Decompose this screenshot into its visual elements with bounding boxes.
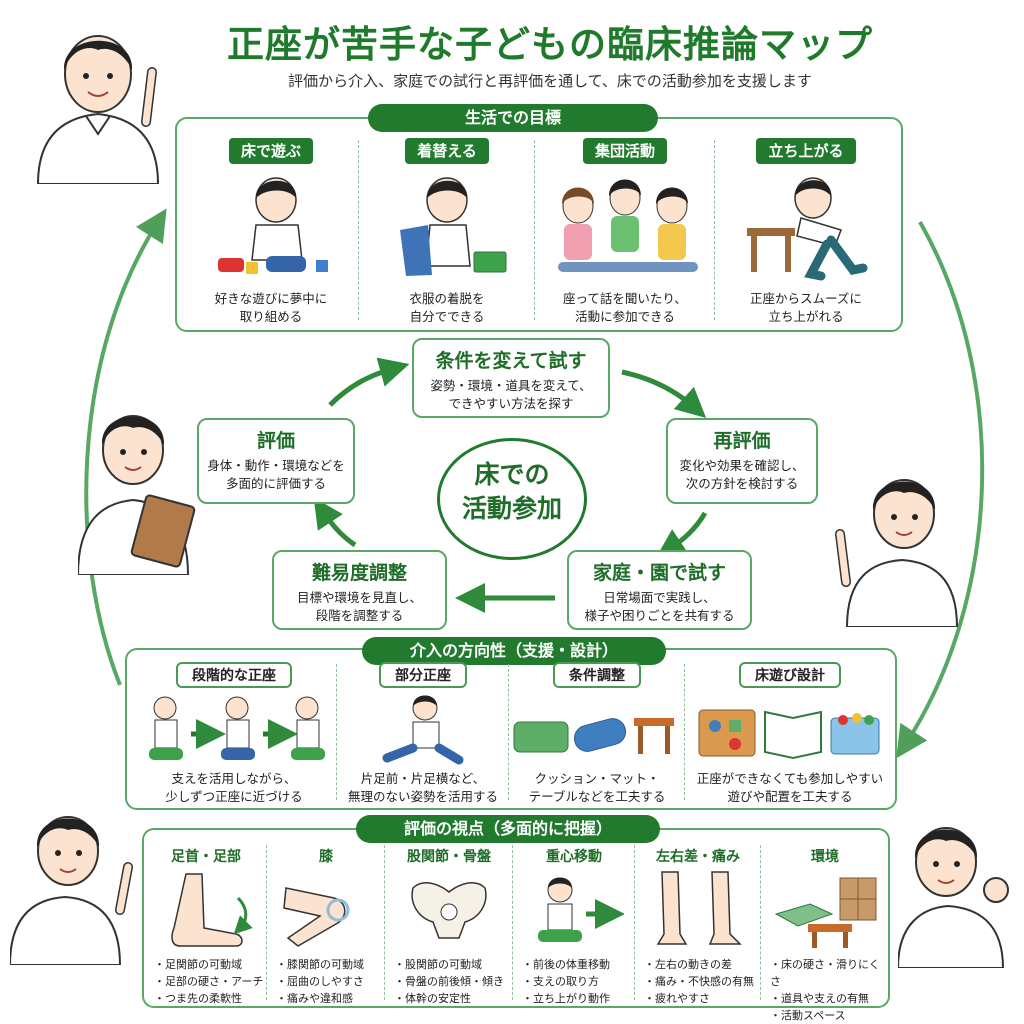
intervention-divider: [508, 664, 509, 800]
therapist-illustration-mid-right: [832, 462, 962, 627]
assessment-environment: 環境 床の硬さ・滑りにくさ 道具や支えの有無 活動スペース: [764, 846, 886, 1024]
assessment-divider: [512, 845, 513, 1000]
pelvis-icon: [411, 882, 487, 939]
therapist-illustration-top-left: [28, 12, 178, 184]
foot-icon: [171, 873, 253, 947]
assessment-ankle-foot: 足首・足部 足関節の可動域 足部の硬さ・アーチ つま先の柔軟性: [148, 846, 264, 1007]
goals-divider: [358, 140, 359, 320]
goal-label: 着替える: [405, 138, 489, 164]
knee-icon: [283, 887, 350, 947]
clipboard-icon: [130, 494, 196, 568]
cycle-arrow-reeval-to-home: [655, 511, 708, 559]
page-title: 正座が苦手な子どもの臨床推論マップ: [227, 23, 873, 66]
children-group-icon: [558, 179, 698, 272]
assessment-divider: [634, 845, 635, 1000]
outer-loop-left-arrow: [84, 208, 167, 686]
intervention-condition-adjust: 条件調整 クッション・マット・ テーブルなどを工夫する: [512, 662, 682, 806]
environment-icon: [774, 877, 877, 948]
therapist-illustration-bottom-left: [10, 795, 140, 965]
step-try-conditions: 条件を変えて試す 姿勢・環境・道具を変えて、 できやすい方法を探す: [412, 338, 610, 418]
assessment-weight-shift: 重心移動 前後の体重移動 支えの取り方 立ち上がり動作: [516, 846, 632, 1007]
intervention-label: 条件調整: [553, 662, 641, 688]
assessment-asymmetry-pain: 左右差・痛み 左右の動きの差 痛み・不快感の有無 疲れやすさ: [638, 846, 758, 1007]
intervention-floor-play-design: 床遊び設計 正座ができなくても参加しやすい 遊びや配置を工夫する: [688, 662, 892, 806]
intervention-gradual-seiza: 段階的な正座 支えを活用しながら、 少しずつ正座に近づける: [135, 662, 333, 806]
partial-seiza-icon: [382, 695, 464, 765]
child-playing-icon: [218, 177, 328, 274]
assessment-knee: 膝 膝関節の可動域 屈曲のしやすさ 痛みや違和感: [270, 846, 382, 1007]
cycle-arrow-try-to-reeval: [621, 369, 707, 419]
cycle-arrow-eval-to-try: [328, 357, 410, 407]
center-goal-circle: 床での 活動参加: [437, 438, 587, 560]
intervention-partial-seiza: 部分正座 片足前・片足横など、 無理のない姿勢を活用する: [340, 662, 506, 806]
assessment-divider: [384, 845, 385, 1000]
goal-standing-up: 立ち上がる 正座からスムーズに 立ち上がれる: [718, 138, 894, 326]
goal-play-on-floor: 床で遊ぶ 好きな遊びに夢中に 取り組める: [186, 138, 356, 326]
step-try-at-home: 家庭・園で試す 日常場面で実践し、 様子や困りごとを共有する: [567, 550, 752, 630]
legs-comparison-icon: [656, 871, 742, 945]
goals-heading: 生活での目標: [368, 104, 658, 132]
assessment-divider: [266, 845, 267, 1000]
intervention-divider: [684, 664, 685, 800]
assessment-heading: 評価の視点（多面的に把握）: [356, 815, 660, 843]
intervention-heading: 介入の方向性（支援・設計）: [362, 637, 666, 665]
goal-group-activity: 集団活動 座って話を聞いたり、 活動に参加できる: [538, 138, 712, 326]
child-dressing-icon: [400, 177, 507, 276]
step-difficulty-adjust: 難易度調整 目標や環境を見直し、 段階を調整する: [272, 550, 447, 630]
step-re-evaluation: 再評価 変化や効果を確認し、 次の方針を検討する: [666, 418, 818, 504]
cycle-arrow-adjust-to-eval: [313, 497, 357, 548]
outer-loop-right-arrow: [896, 221, 985, 759]
ok-hand-icon: [983, 877, 1009, 903]
goal-label: 集団活動: [582, 138, 667, 164]
weight-shift-icon: [538, 877, 624, 942]
gradual-seiza-steps-icon: [149, 696, 325, 760]
step-evaluation: 評価 身体・動作・環境などを 多面的に評価する: [197, 418, 355, 504]
goals-divider: [534, 140, 535, 320]
child-standing-up-icon: [747, 177, 868, 281]
intervention-label: 段階的な正座: [176, 662, 292, 688]
goal-label: 立ち上がる: [756, 138, 856, 164]
puzzle-book-toybox-icon: [698, 709, 880, 760]
therapist-illustration-bottom-right: [898, 808, 1018, 968]
goals-divider: [714, 140, 715, 320]
intervention-divider: [336, 664, 337, 800]
cushion-mat-table-icon: [513, 718, 674, 754]
page-subtitle: 評価から介入、家庭での試行と再評価を通して、床での活動参加を支援します: [288, 72, 812, 90]
assessment-divider: [760, 845, 761, 1000]
intervention-label: 床遊び設計: [739, 662, 841, 688]
intervention-label: 部分正座: [379, 662, 467, 688]
therapist-illustration-mid-left: [78, 395, 198, 575]
goal-dressing: 着替える 衣服の着脱を 自分でできる: [362, 138, 532, 326]
goal-label: 床で遊ぶ: [228, 138, 313, 164]
assessment-hip-pelvis: 股関節・骨盤 股関節の可動域 骨盤の前後傾・傾き 体幹の安定性: [388, 846, 510, 1007]
